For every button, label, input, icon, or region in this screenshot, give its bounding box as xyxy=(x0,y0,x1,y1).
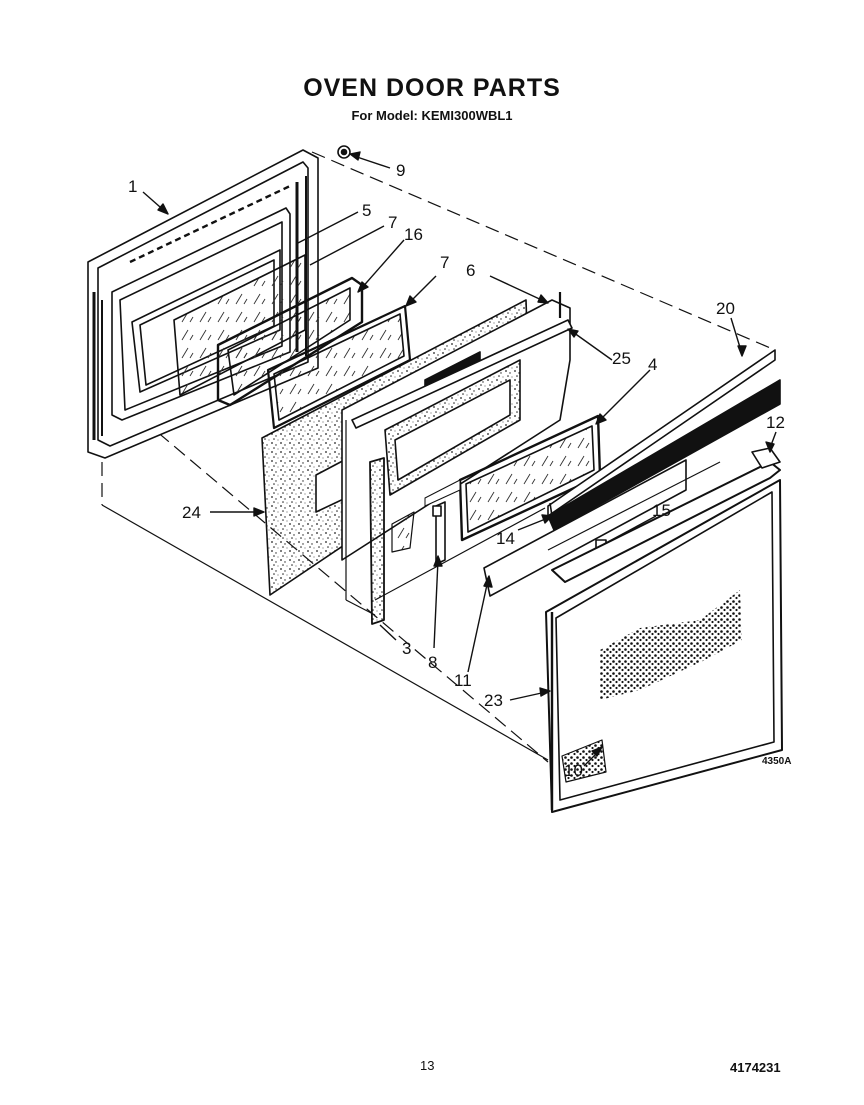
page-title: OVEN DOOR PARTS xyxy=(303,74,561,102)
part-8-hinge-clip xyxy=(432,501,446,565)
callout-16: 16 xyxy=(404,225,423,244)
callout-5: 5 xyxy=(362,201,371,220)
callout-3: 3 xyxy=(402,639,411,658)
callout-23: 23 xyxy=(484,691,503,710)
part-9-screw xyxy=(337,145,351,159)
callout-14: 14 xyxy=(496,529,515,548)
projection-line-solid xyxy=(101,504,549,761)
callout-9: 9 xyxy=(396,161,405,180)
spacer-plate xyxy=(424,479,461,507)
callout-6: 6 xyxy=(466,261,475,280)
callout-7-upper: 7 xyxy=(388,213,397,232)
model-line: For Model: KEMI300WBL1 xyxy=(351,108,513,123)
part-3-side-channel xyxy=(369,457,385,625)
label-plate xyxy=(391,511,415,553)
leader-lines xyxy=(142,151,777,767)
projection-lines xyxy=(101,151,776,763)
callout-25: 25 xyxy=(612,349,631,368)
part-12-handle xyxy=(551,447,781,583)
callout-12: 12 xyxy=(766,413,785,432)
callout-labels: 1 9 5 7 16 7 6 20 25 4 12 24 15 14 3 8 1… xyxy=(128,161,791,780)
callout-15: 15 xyxy=(652,501,671,520)
document-number: 4174231 xyxy=(730,1060,781,1075)
callout-10: 10 xyxy=(564,761,583,780)
callout-8: 8 xyxy=(428,653,437,672)
callout-20: 20 xyxy=(716,299,735,318)
callout-24: 24 xyxy=(182,503,201,522)
part-23-outer-panel xyxy=(545,479,783,813)
part-6-bracket xyxy=(351,292,573,429)
callout-11: 11 xyxy=(454,671,472,690)
part-20-top-trim xyxy=(547,349,781,531)
part-16-glass-frame xyxy=(216,276,364,407)
callout-7-lower: 7 xyxy=(440,253,449,272)
callout-1: 1 xyxy=(128,177,137,196)
page-number: 13 xyxy=(420,1058,435,1073)
part-25-inner-panel xyxy=(341,299,571,616)
drawing-code: 4350A xyxy=(762,756,791,767)
callout-4: 4 xyxy=(648,355,657,374)
